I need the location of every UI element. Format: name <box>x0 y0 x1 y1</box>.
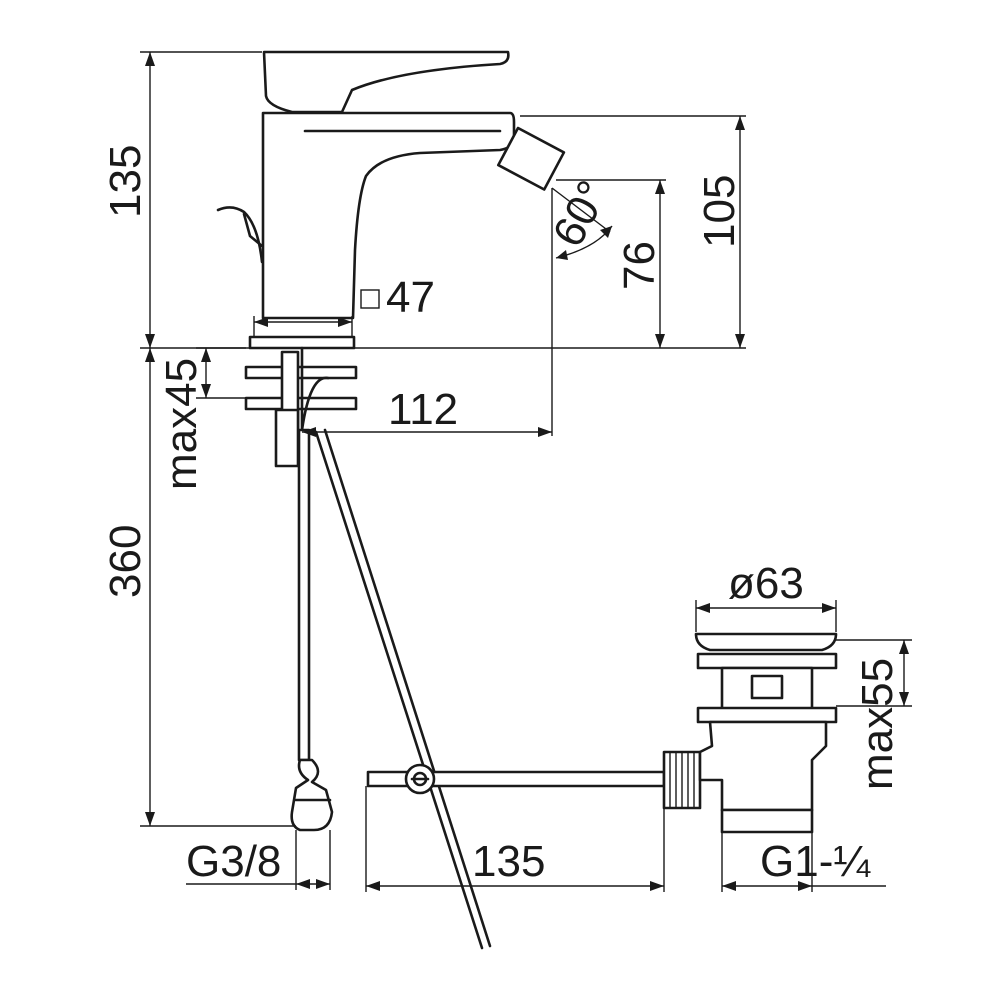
pull-rod <box>314 430 484 950</box>
label-base-size: 47 <box>386 273 435 322</box>
label-rod-length: 135 <box>472 837 545 886</box>
label-spout-height: 105 <box>695 175 744 248</box>
base-plate <box>248 335 356 350</box>
label-hose-thread: G3/8 <box>186 837 281 886</box>
faucet-body <box>261 111 516 320</box>
popup-lever <box>216 206 264 264</box>
fixings <box>244 335 492 950</box>
dimension-lines <box>140 51 912 892</box>
label-waste-thread: G1-¼ <box>760 837 871 886</box>
popup-lever-inner <box>242 212 264 248</box>
waste-cap <box>694 632 838 652</box>
flexible-hose <box>297 428 311 762</box>
faucet <box>216 50 566 320</box>
label-hose-length: 360 <box>101 525 150 598</box>
label-faucet-height: 135 <box>101 145 150 218</box>
waste-assembly <box>366 632 838 834</box>
waste-lower-flange <box>696 706 838 724</box>
label-waste-max: max55 <box>853 658 902 790</box>
waste-window <box>750 674 784 700</box>
hose-connector <box>290 758 334 832</box>
rod-nut <box>274 408 300 468</box>
waste-flange <box>696 652 838 670</box>
bidet-nozzle <box>496 126 566 191</box>
label-waste-diameter: ø63 <box>728 559 804 608</box>
popup-rod-top <box>300 346 330 431</box>
label-outlet-angle: 60° <box>544 173 619 255</box>
waste-thread <box>720 808 814 834</box>
waste-tailpiece <box>698 720 828 812</box>
label-max-deck: max45 <box>157 358 206 490</box>
label-outlet-height: 76 <box>615 241 664 290</box>
label-spout-reach: 112 <box>388 385 458 434</box>
faucet-lever <box>262 50 510 114</box>
square-symbol <box>360 289 380 309</box>
